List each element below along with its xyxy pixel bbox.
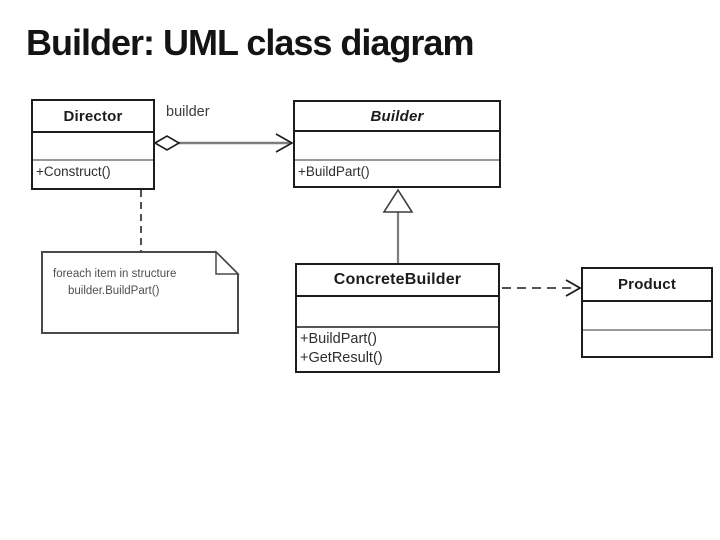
generalization-triangle-icon [382,188,414,213]
methods-compartment-builder: +BuildPart() [295,159,499,186]
page-title: Builder: UML class diagram [26,22,474,63]
association-arrowhead-icon [275,133,294,153]
dependency-arrowhead-icon [565,279,582,297]
class-name-director: Director [63,107,123,125]
class-name-builder: Builder [370,107,424,125]
attributes-compartment-builder [295,130,499,159]
methods-compartment-product [583,329,711,356]
note-shape [41,251,239,334]
method-label: +Construct() [36,164,111,179]
attributes-compartment-product [583,300,711,329]
class-box-product: Product [581,267,713,358]
aggregation-diamond-icon [153,135,181,151]
class-name-concrete-builder: ConcreteBuilder [333,271,462,288]
class-box-director: Director +Construct() [31,99,155,190]
note-text-line-1: foreach item in structure [53,268,177,280]
class-box-builder: Builder +BuildPart() [293,100,501,188]
note-text-line-2: builder.BuildPart() [68,285,160,297]
class-name-product: Product [617,276,677,293]
association-role-label: builder [166,104,210,120]
attributes-compartment-concrete-builder [297,295,498,326]
attributes-compartment-director [33,131,153,159]
method-label: +GetResult() [300,350,383,366]
method-label: +BuildPart() [300,331,377,347]
method-label: +BuildPart() [298,164,370,179]
class-box-concrete-builder: ConcreteBuilder +BuildPart() +GetResult(… [295,263,500,373]
methods-compartment-director: +Construct() [33,159,153,188]
methods-compartment-concrete-builder: +BuildPart() +GetResult() [297,326,498,371]
note-fold-corner-icon [215,250,240,275]
